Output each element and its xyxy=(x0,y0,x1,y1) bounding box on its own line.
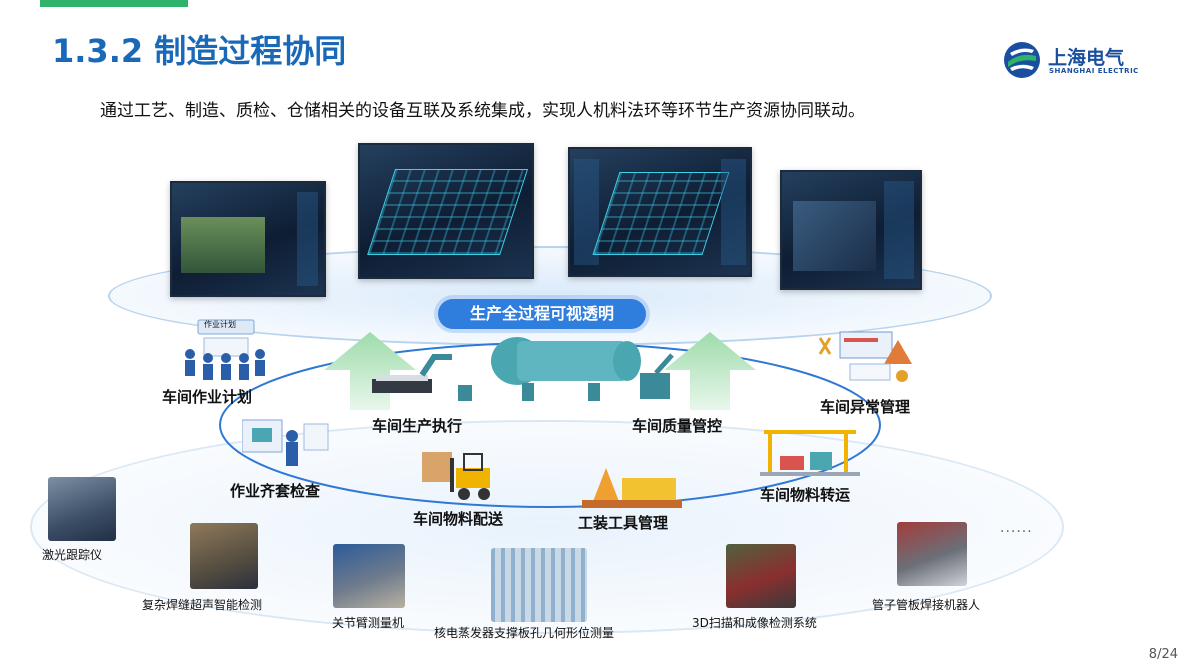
company-logo: 上海电气 SHANGHAI ELECTRIC xyxy=(1002,40,1152,82)
device-laser-tracker: 激光跟踪仪 xyxy=(42,548,103,562)
device-tube-welding-robot: 管子管板焊接机器人 xyxy=(872,598,981,612)
photo-weld-ultrasonic xyxy=(190,523,258,589)
up-arrow-left-icon xyxy=(324,332,416,410)
photo-scan-3d xyxy=(726,544,796,608)
module-workshop-plan: 车间作业计划 xyxy=(162,388,253,406)
photo-laser-tracker xyxy=(48,477,116,541)
visibility-pill: 生产全过程可视透明 xyxy=(438,299,646,329)
top-accent-bar xyxy=(40,0,188,7)
device-nuclear-sg: 核电蒸发器支撑板孔几何形位测量 xyxy=(434,626,615,640)
logo-text-en: SHANGHAI ELECTRIC xyxy=(1049,67,1139,75)
photo-tube-welding-robot xyxy=(897,522,967,586)
module-exception-mgmt: 车间异常管理 xyxy=(820,398,911,416)
tooling-illustration xyxy=(582,468,682,508)
module-material-delivery: 车间物料配送 xyxy=(413,510,504,528)
module-workshop-exec: 车间生产执行 xyxy=(372,417,463,435)
logo-text-cn: 上海电气 xyxy=(1048,47,1125,69)
kit-check-illustration xyxy=(242,419,329,466)
device-weld-ultrasonic: 复杂焊缝超声智能检测 xyxy=(142,598,263,612)
dashboard-screen-1 xyxy=(170,181,326,297)
up-arrow-right-icon xyxy=(664,332,756,410)
page-number: 8/24 xyxy=(1148,647,1178,662)
dashboard-screen-4 xyxy=(780,170,922,290)
page-title: 1.3.2 制造过程协同 xyxy=(52,32,347,70)
forklift-illustration xyxy=(422,452,490,500)
module-kit-check: 作业齐套检查 xyxy=(230,482,321,500)
shanghai-electric-logo-icon xyxy=(1004,42,1040,78)
device-scan-3d: 3D扫描和成像检测系统 xyxy=(692,616,817,630)
more-devices-ellipsis: ...... xyxy=(1000,520,1033,536)
crane-illustration xyxy=(760,430,860,476)
plan-board-illustration xyxy=(185,319,265,380)
module-tool-mgmt: 工装工具管理 xyxy=(578,514,669,532)
page-subtitle: 通过工艺、制造、质检、仓储相关的设备互联及系统集成，实现人机料法环等环节生产资源… xyxy=(100,101,865,121)
reactor-vessel-illustration xyxy=(372,337,674,401)
photo-arm-cmm xyxy=(333,544,405,608)
dashboard-screen-3 xyxy=(568,147,752,277)
module-material-transfer: 车间物料转运 xyxy=(760,486,851,504)
exception-mgmt-illustration xyxy=(818,331,912,382)
plan-board-caption: 作业计划 xyxy=(204,320,236,329)
dashboard-screen-2 xyxy=(358,143,534,279)
device-arm-cmm: 关节臂测量机 xyxy=(332,616,405,630)
module-quality-control: 车间质量管控 xyxy=(632,417,723,435)
photo-nuclear-sg xyxy=(491,548,587,622)
